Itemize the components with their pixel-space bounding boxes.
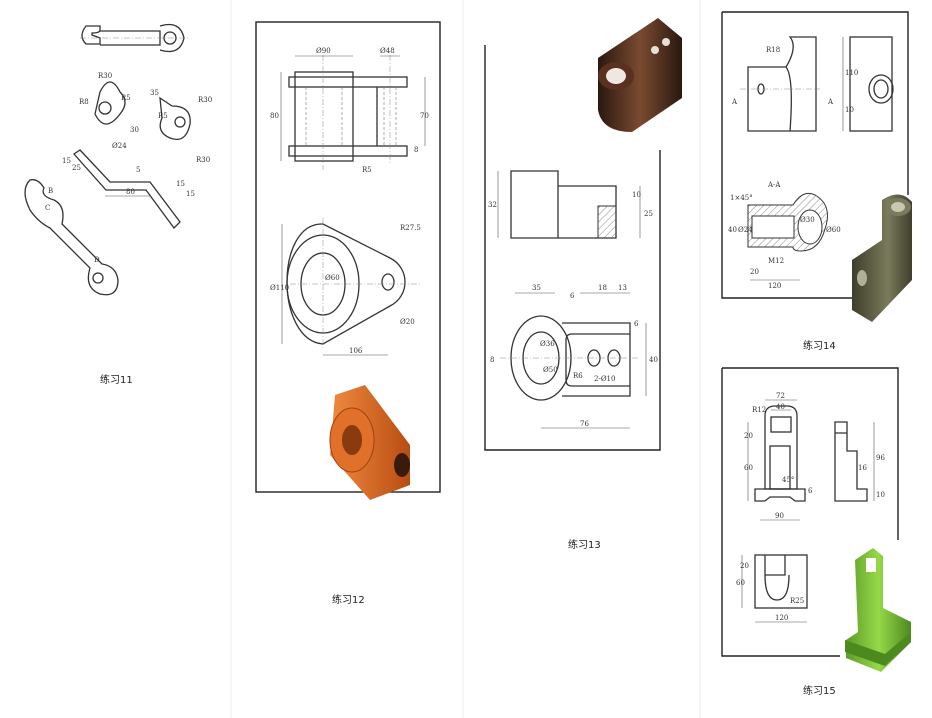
dimension-label: 6 [634,320,639,328]
exercise-11-drawing: R30 R8 R5 R30 R5 R30 35 Ø24 30 15 25 15 … [24,23,212,296]
dimension-label: 110 [845,69,858,77]
exercise-caption: 练习15 [803,684,836,697]
dimension-label: 18 [598,284,607,292]
olive-3d-model [852,194,912,322]
dimension-label: 16 [858,464,867,472]
dimension-label: 90 [775,512,784,520]
dimension-label: 80 [270,112,279,120]
dimension-label: R6 [573,372,583,380]
dimension-label: Ø60 [826,226,841,234]
dimension-label: Ø20 [400,318,415,326]
dimension-label: 35 [532,284,541,292]
dimension-label: 10 [845,106,854,114]
point-label: D [94,256,100,264]
dimension-label: Ø90 [316,47,331,55]
dimension-label: 45° [782,476,794,484]
point-label: C [45,204,50,212]
dimension-label: 120 [775,614,788,622]
dimension-label: 6 [808,487,813,495]
dimension-label: M12 [768,257,784,265]
dimension-label: 96 [876,454,885,462]
dimension-label: 120 [768,282,781,290]
dimension-label: R12 [752,406,766,414]
section-title: A-A [767,181,781,189]
exercise-12-drawing: Ø90 Ø48 80 70 8 R5 R27.5 Ø110 Ø60 Ø20 10… [255,21,441,500]
dimension-label: 2-Ø10 [594,375,615,383]
dimension-label: 106 [349,347,363,355]
dimension-label: 10 [876,491,885,499]
dimension-label: R30 [196,156,210,164]
orange-3d-model [329,385,410,500]
dimension-label: 15 [62,157,71,165]
dimension-label: Ø48 [380,47,395,55]
dimension-label: 20 [744,432,753,440]
dimension-label: R30 [98,72,112,80]
dimension-label: 80 [126,188,135,196]
exercise-15-drawing: 72 40 R12 20 60 45° 6 90 96 10 16 20 60 … [721,367,911,672]
brown-3d-model [598,18,682,132]
dimension-label: 15 [176,180,185,188]
dimension-label: R30 [198,96,212,104]
dimension-label: Ø36 [540,340,555,348]
dimension-label: R25 [790,597,804,605]
dimension-label: 25 [72,164,81,172]
exercise-caption: 练习13 [568,538,601,551]
point-label: B [48,187,53,195]
dimension-label: Ø24 [738,226,753,234]
dimension-label: 32 [488,201,497,209]
dimension-label: Ø30 [800,216,815,224]
dimension-label: R5 [121,94,131,102]
dimension-label: Ø60 [325,274,340,282]
dimension-label: 70 [420,112,429,120]
dimension-label: 72 [776,392,785,400]
exercise-caption: 练习11 [100,373,133,386]
exercise-caption: 练习14 [803,339,836,352]
dimension-label: 60 [744,464,753,472]
dimension-label: 76 [580,420,589,428]
dimension-label: R5 [362,166,372,174]
dimension-label: 5 [136,166,140,174]
dimension-label: 10 [632,191,641,199]
dimension-label: 8 [490,356,494,364]
dimension-label: Ø50 [543,366,558,374]
dimension-label: 60 [736,579,745,587]
dimension-label: Ø24 [112,142,127,150]
dimension-label: 6 [570,292,575,300]
dimension-label: 20 [750,268,759,276]
dimension-label: 35 [150,89,159,97]
section-mark: A [731,98,738,106]
dimension-label: 13 [618,284,627,292]
section-mark: A [827,98,834,106]
dimension-label: Ø110 [270,284,289,292]
green-3d-model [845,548,911,672]
dimension-label: 40 [728,226,737,234]
dimension-label: 15 [186,190,195,198]
dimension-label: R8 [79,98,89,106]
dimension-label: R27.5 [400,224,421,232]
dimension-label: 1×45° [730,194,753,202]
dimension-label: R5 [158,112,168,120]
exercise-caption: 练习12 [332,593,365,606]
dimension-label: 30 [130,126,139,134]
dimension-label: R18 [766,46,780,54]
dimension-label: 8 [414,146,418,154]
dimension-label: 40 [649,356,658,364]
dimension-label: 20 [740,562,749,570]
exercise-14-drawing: R18 A A 110 10 A-A 1×45° 40 Ø24 Ø30 Ø60 … [721,11,912,322]
dimension-label: 40 [776,403,785,411]
dimension-label: 25 [644,210,653,218]
exercise-13-drawing: 32 10 25 35 6 18 13 8 Ø36 Ø50 R6 2-Ø10 6… [484,18,682,451]
